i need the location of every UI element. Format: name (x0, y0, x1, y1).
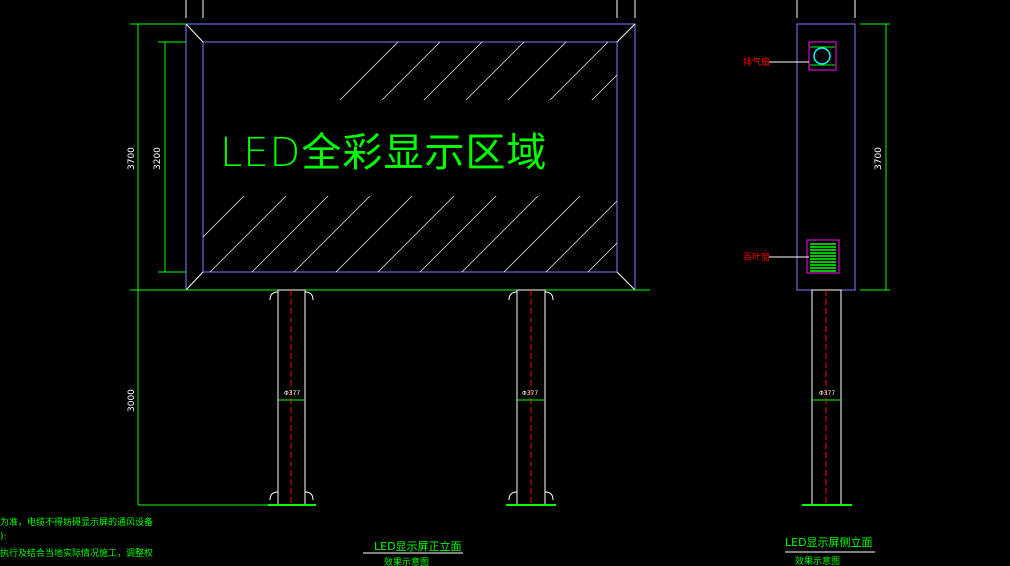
side-title: LED显示屏侧立面 (785, 536, 873, 549)
hatch-line (503, 196, 581, 272)
dim-side-height: 3700 (874, 147, 884, 170)
front-title: LED显示屏正立面 (374, 540, 462, 553)
hatch-line (209, 196, 287, 272)
dim-total-height: 3700 (127, 147, 137, 170)
note-line-2: ): (0, 532, 7, 542)
hatch-line (381, 42, 441, 100)
front-elevation (130, 0, 904, 554)
side-elevation (769, 0, 890, 553)
screen-label: LED全彩显示区域 (220, 130, 548, 176)
exhaust-fan (808, 41, 837, 71)
side-subtitle: 效果示意图 (795, 557, 841, 566)
post-diameter-side: Φ377 (819, 390, 836, 397)
dim-screen-height: 3200 (153, 147, 163, 170)
front-subtitle: 效果示意图 (384, 558, 430, 566)
hatch-line (591, 74, 617, 100)
hatching (203, 40, 904, 290)
hatch-line (335, 196, 413, 272)
post-diameter-left: Φ377 (284, 390, 301, 397)
hatch-line (507, 42, 567, 100)
hatch-line (587, 242, 617, 272)
post-left (268, 289, 316, 506)
hatch-line (654, 40, 904, 290)
hatch-line (465, 42, 525, 100)
hatch-line (461, 196, 539, 272)
exhaust-fan-label: 排气扇 (743, 58, 771, 68)
screen-area (202, 41, 618, 273)
hatch-line (419, 196, 497, 272)
hatch-line (251, 196, 329, 272)
louver-label: 百叶窗 (743, 253, 771, 263)
hatch-line (423, 42, 483, 100)
post-right (506, 289, 556, 506)
note-line-3: 执行及结合当地实际情况施工，调整权 (0, 549, 154, 559)
note-line-1: 为准，电缆不得妨碍显示屏的通风设备 (0, 518, 154, 528)
hatch-line (654, 40, 904, 290)
hatch-line (339, 42, 399, 100)
hatch-line (377, 196, 455, 272)
hatch-line (549, 42, 609, 100)
hatch-line (293, 196, 371, 272)
post-diameter-right: Φ377 (522, 390, 539, 397)
dim-post-height: 3000 (127, 389, 137, 412)
louver (806, 239, 840, 274)
hatch-line (545, 200, 617, 272)
